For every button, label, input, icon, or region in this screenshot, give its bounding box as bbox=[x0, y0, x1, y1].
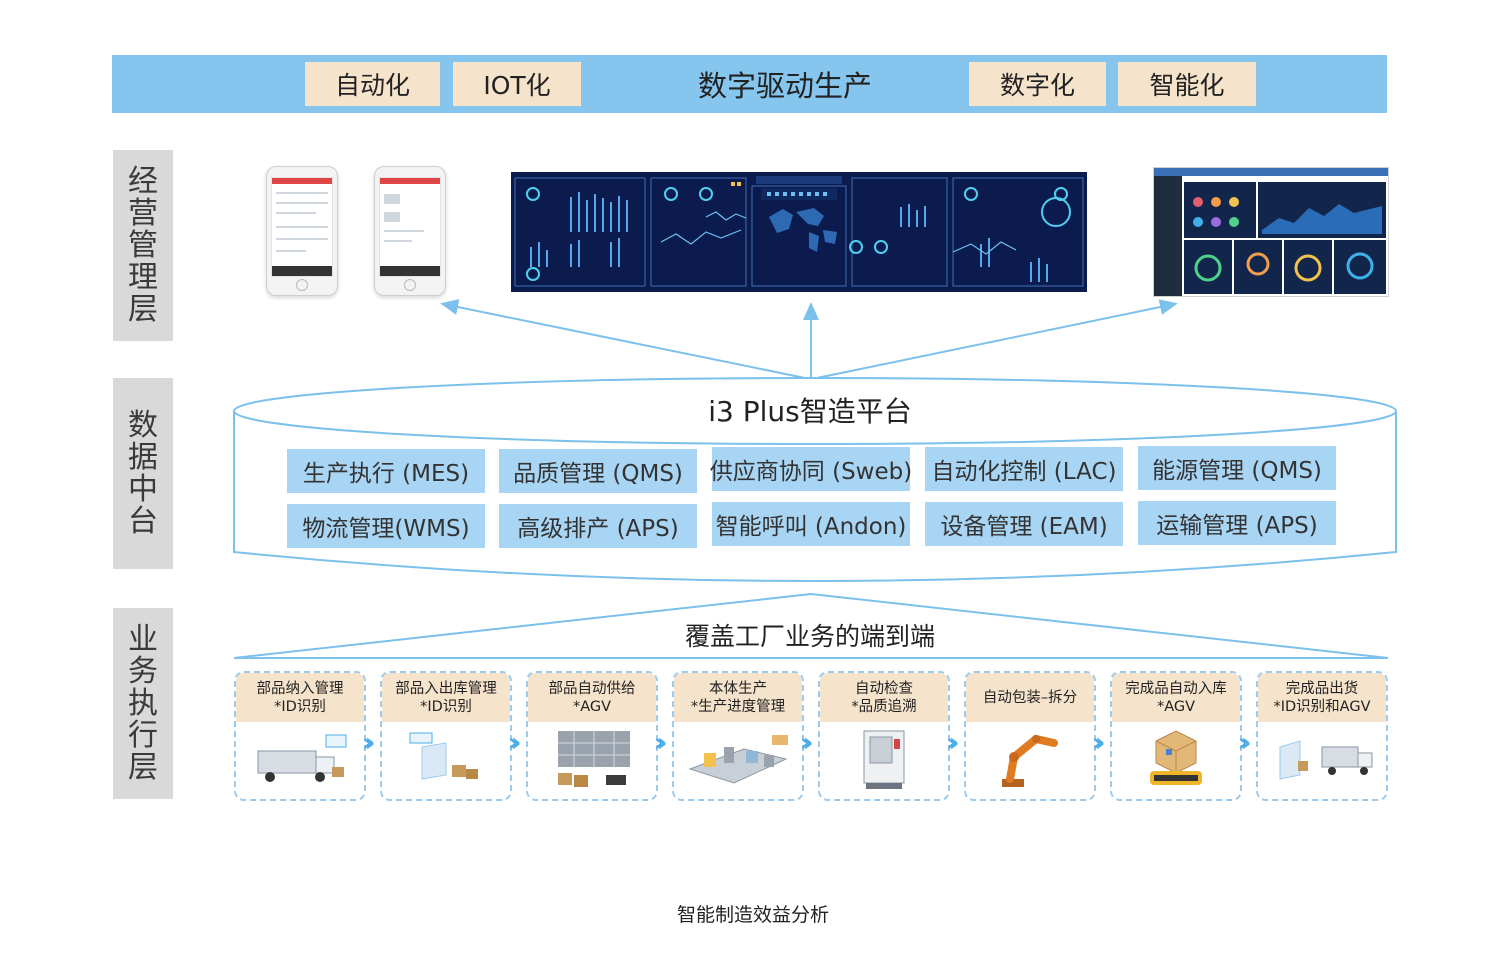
chevron-icon: ›› bbox=[1238, 728, 1252, 758]
module-mes: 生产执行 (MES) bbox=[287, 449, 485, 493]
production-line-icon bbox=[688, 735, 788, 784]
layer-label-execution: 业务执行层 bbox=[113, 608, 173, 799]
module-lac: 自动化控制 (LAC) bbox=[925, 447, 1123, 491]
step-parts-warehouse: 部品入出库管理*ID识别 bbox=[380, 671, 512, 801]
module-sweb: 供应商协同 (Sweb) bbox=[710, 447, 912, 491]
module-energy: 能源管理 (QMS) bbox=[1138, 446, 1336, 490]
step-subtitle: *ID识别和AGV bbox=[1273, 698, 1371, 715]
warehouse-icon bbox=[558, 731, 630, 787]
chevron-icon: ›› bbox=[800, 728, 814, 758]
inspection-machine-icon bbox=[863, 730, 905, 789]
shipping-truck-icon bbox=[1279, 740, 1373, 780]
agv-box-icon bbox=[1150, 730, 1202, 785]
step-finished-goods-storage: 完成品自动入库*AGV bbox=[1110, 671, 1242, 801]
step-title: 自动检查 bbox=[855, 680, 913, 697]
step-auto-packaging: 自动包装–拆分 bbox=[964, 671, 1096, 801]
chevron-icon: ›› bbox=[654, 728, 668, 758]
banner-tag-intelligent: 智能化 bbox=[1118, 62, 1256, 106]
mobile-app-screenshot-2 bbox=[374, 166, 446, 296]
figure-caption: 智能制造效益分析 bbox=[676, 904, 829, 926]
scanner-icon bbox=[409, 732, 478, 780]
banner-tag-iot: IOT化 bbox=[453, 62, 581, 106]
step-title: 本体生产 bbox=[709, 680, 767, 697]
module-aps: 高级排产 (APS) bbox=[499, 504, 697, 548]
chevron-icon: ›› bbox=[946, 728, 960, 758]
banner-tag-automation: 自动化 bbox=[305, 62, 440, 106]
step-parts-receiving: 部品纳入管理*ID识别 bbox=[234, 671, 366, 801]
step-title: 部品纳入管理 bbox=[256, 680, 344, 697]
step-subtitle: *AGV bbox=[572, 698, 612, 715]
step-subtitle: *生产进度管理 bbox=[690, 698, 786, 715]
module-wms: 物流管理(WMS) bbox=[287, 504, 485, 548]
chevron-icon: ›› bbox=[508, 728, 522, 758]
web-dashboard-screenshot bbox=[1153, 167, 1389, 297]
step-title: 自动包装–拆分 bbox=[982, 689, 1078, 706]
step-parts-supply: 部品自动供给*AGV bbox=[526, 671, 658, 801]
big-screen-dashboard bbox=[511, 172, 1087, 292]
module-qms: 品质管理 (QMS) bbox=[499, 449, 697, 493]
module-transport: 运输管理 (APS) bbox=[1138, 501, 1336, 545]
step-title: 部品自动供给 bbox=[548, 680, 636, 697]
step-subtitle: *ID识别 bbox=[420, 698, 472, 715]
step-main-production: 本体生产*生产进度管理 bbox=[672, 671, 804, 801]
chevron-icon: ›› bbox=[362, 728, 376, 758]
banner-title: 数字驱动生产 bbox=[697, 69, 872, 103]
module-eam: 设备管理 (EAM) bbox=[925, 502, 1123, 546]
step-auto-inspection: 自动检查*品质追溯 bbox=[818, 671, 950, 801]
step-title: 部品入出库管理 bbox=[395, 680, 497, 697]
chevron-icon: ›› bbox=[1092, 728, 1106, 758]
mobile-app-screenshot-1 bbox=[266, 166, 338, 296]
truck-icon bbox=[257, 734, 347, 782]
layer-label-management: 经营管理层 bbox=[113, 150, 173, 341]
flow-title: 覆盖工厂业务的端到端 bbox=[684, 622, 935, 651]
step-title: 完成品出货 bbox=[1285, 680, 1359, 697]
robot-arm-icon bbox=[1002, 734, 1058, 787]
layer-label-data: 数据中台 bbox=[113, 378, 173, 569]
step-title: 完成品自动入库 bbox=[1125, 680, 1227, 697]
step-subtitle: *ID识别 bbox=[274, 698, 326, 715]
step-finished-goods-shipping: 完成品出货*ID识别和AGV bbox=[1256, 671, 1388, 801]
step-subtitle: *AGV bbox=[1156, 698, 1196, 715]
step-subtitle: *品质追溯 bbox=[851, 698, 917, 715]
platform-title: i3 Plus智造平台 bbox=[708, 395, 912, 428]
banner-tag-digital: 数字化 bbox=[969, 62, 1106, 106]
module-andon: 智能呼叫 (Andon) bbox=[712, 502, 910, 546]
